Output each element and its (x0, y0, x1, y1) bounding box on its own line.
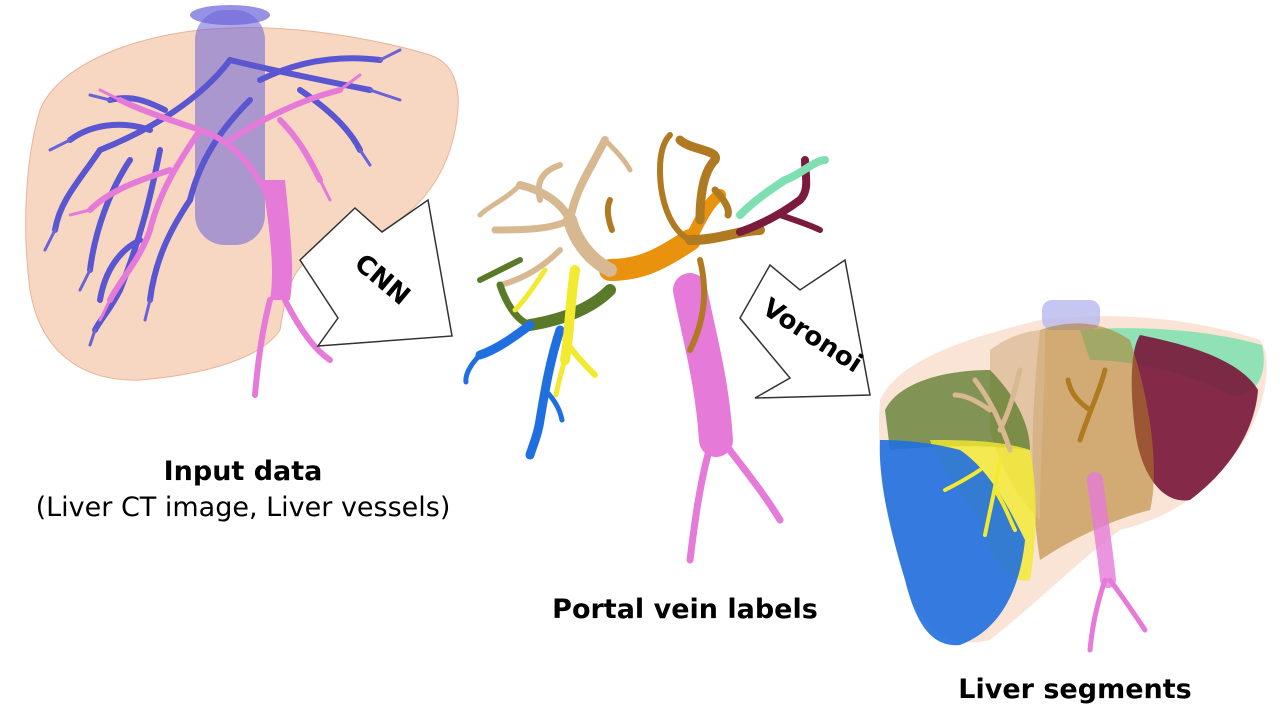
portal-vein-title: Portal vein labels (552, 594, 818, 625)
voronoi-arrow: Voronoi (739, 258, 871, 399)
input-liver-model (25, 5, 459, 398)
portal-vein-caption: Portal vein labels (520, 592, 850, 628)
portal-trunk-input (262, 180, 293, 300)
segment-maroon (1131, 335, 1258, 501)
segment-tan (1032, 323, 1154, 560)
portal-veins-input (87, 87, 343, 303)
segment-blue (879, 440, 1025, 646)
input-data-subtitle: (Liver CT image, Liver vessels) (35, 492, 451, 523)
cnn-arrow: CNN (299, 198, 453, 347)
inferior-vena-cava (195, 10, 265, 245)
input-data-caption: Input data (Liver CT image, Liver vessel… (0, 454, 486, 526)
segment-olive (885, 370, 1030, 450)
input-data-title: Input data (163, 456, 323, 487)
portal-vein-tree (463, 132, 829, 564)
liver-segments-caption: Liver segments (900, 672, 1250, 708)
liver-segments-title: Liver segments (958, 674, 1192, 705)
liver-segments-model (879, 300, 1267, 653)
hepatic-veins (52, 55, 383, 333)
